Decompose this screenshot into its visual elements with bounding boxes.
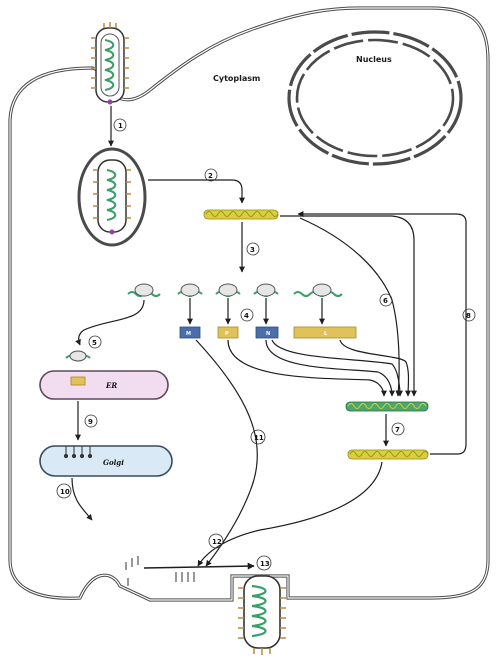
step-9-label: 9 [88, 418, 93, 426]
mrna-n [253, 283, 279, 297]
protein-l-label: L [324, 331, 328, 337]
step-11-label: 11 [254, 434, 264, 442]
mrna-l [293, 283, 343, 297]
arrow-step-12 [197, 461, 383, 567]
protein-p: P [217, 326, 239, 339]
budding-virion [238, 575, 286, 655]
endoplasmic-reticulum [39, 370, 169, 400]
replication-complex [345, 401, 429, 412]
golgi [39, 445, 173, 477]
arrow-p-to-complex [227, 339, 387, 397]
er-label: ER [105, 381, 117, 390]
nucleus [287, 30, 463, 166]
mrna-m [177, 283, 203, 297]
step-6-label: 6 [383, 297, 388, 305]
cytoplasm-label: Cytoplasm [213, 74, 260, 83]
step-10-label: 10 [60, 488, 70, 496]
step-4-label: 4 [244, 312, 249, 320]
step-13-label: 13 [260, 560, 270, 568]
step-5-label: 5 [92, 339, 97, 347]
endosomal-virion [93, 159, 131, 235]
progeny-genome [347, 449, 429, 460]
protein-n: N [255, 326, 279, 339]
step-12-label: 12 [212, 538, 222, 546]
entering-virion [91, 22, 129, 105]
step-1-label: 1 [118, 122, 123, 130]
protein-l: L [293, 326, 357, 339]
protein-p-label: P [225, 331, 229, 337]
step-2-label: 2 [208, 172, 213, 180]
arrow-step-6 [280, 215, 417, 397]
genome-rna [203, 209, 279, 220]
step-7-label: 7 [395, 426, 400, 434]
golgi-label: Golgi [103, 458, 124, 467]
protein-m: M [179, 326, 201, 339]
nucleus-label: Nucleus [356, 55, 392, 64]
arrow-step-2 [148, 179, 245, 204]
arrow-l-to-complex [339, 339, 412, 397]
arrow-n-to-complex [265, 339, 395, 397]
membrane-glycoproteins-right [175, 572, 195, 582]
er-ribosome [65, 350, 91, 362]
cell-membrane [8, 6, 490, 602]
arrow-step-13 [143, 562, 255, 570]
arrow-step-8 [297, 211, 467, 455]
mrna-g [127, 283, 161, 297]
membrane-glycoproteins-left [125, 556, 139, 586]
protein-m-label: M [186, 331, 191, 337]
protein-n-label: N [266, 331, 270, 337]
step-3-label: 3 [250, 246, 255, 254]
arrow-step-5 [75, 299, 145, 346]
arrow-step-11 [195, 339, 258, 567]
arrow-step-10 [71, 477, 93, 521]
mrna-p [215, 283, 241, 297]
step-8-label: 8 [466, 312, 471, 320]
